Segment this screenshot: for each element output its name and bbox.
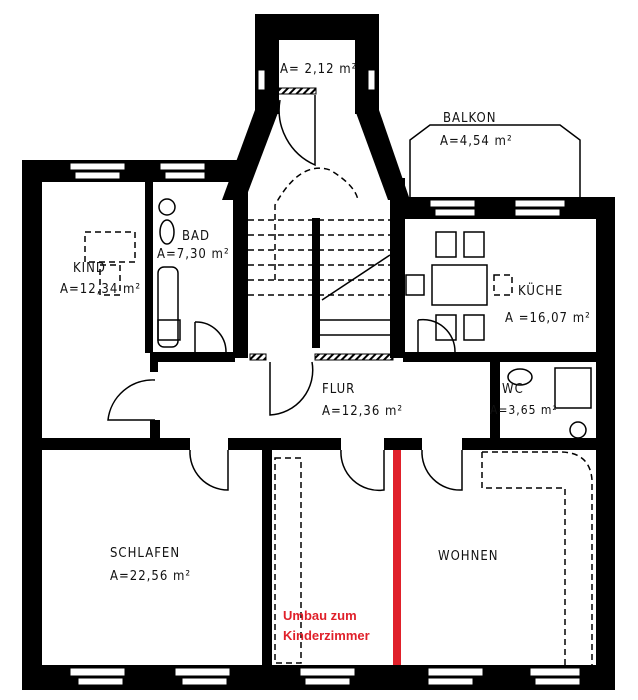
bad-name: BAD <box>182 229 210 244</box>
walls <box>22 14 615 690</box>
kueche-area: A =16,07 m² <box>505 311 591 326</box>
annotation-line1: Umbau zum <box>283 608 357 623</box>
kueche-name: KÜCHE <box>518 282 563 299</box>
wc-area: A=3,65 m² <box>490 403 558 417</box>
room-labels: A= 2,12 m² BALKON A=4,54 m² KIND A=12,34… <box>60 62 591 643</box>
staircase <box>248 167 391 348</box>
schlafen-name: SCHLAFEN <box>110 546 180 561</box>
kind-name: KIND <box>73 261 106 276</box>
flur-area: A=12,36 m² <box>322 404 403 419</box>
balcony <box>409 124 581 197</box>
windows <box>69 69 581 686</box>
erker-area: A= 2,12 m² <box>280 62 357 77</box>
bad-area: A=7,30 m² <box>157 247 230 262</box>
wc-name: WC <box>502 382 524 397</box>
balkon-name: BALKON <box>443 111 496 126</box>
balkon-area: A=4,54 m² <box>440 134 513 149</box>
red-partition-line <box>393 450 401 665</box>
schlafen-area: A=22,56 m² <box>110 569 191 584</box>
doors <box>107 95 463 492</box>
hatched-walls <box>79 87 558 447</box>
kind-area: A=12,34 m² <box>60 282 141 297</box>
furniture <box>84 198 593 665</box>
wohnen-name: WOHNEN <box>438 549 498 564</box>
flur-name: FLUR <box>322 382 355 397</box>
annotation-line2: Kinderzimmer <box>283 628 370 643</box>
